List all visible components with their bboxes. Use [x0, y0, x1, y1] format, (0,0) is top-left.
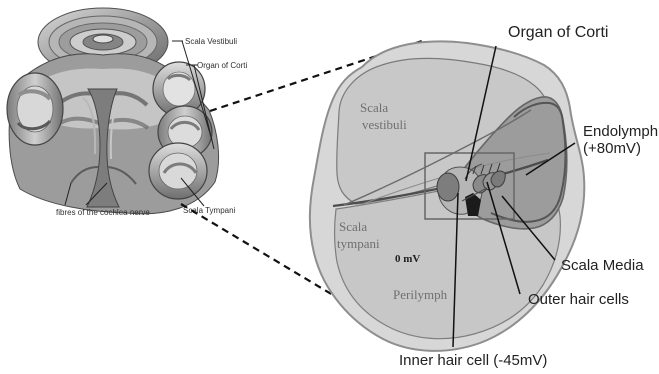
left-label-fibres: fibres of the cochlea nerve: [56, 208, 150, 217]
scala-vestibuli-label-line2: vestibuli: [362, 117, 407, 132]
left-label-scala-tympani: Scala Tympani: [183, 206, 236, 215]
perilymph-label: Perilymph: [393, 287, 448, 302]
scala-media-label: Scala Media: [561, 257, 644, 274]
endolymph-label: Endolymph: [583, 123, 658, 140]
inner-hair-cell-label: Inner hair cell (-45mV): [399, 352, 547, 369]
organ-of-corti-title: Organ of Corti: [508, 24, 608, 41]
endolymph-voltage-label: (+80mV): [583, 140, 641, 157]
left-label-scala-vestibuli: Scala Vestibuli: [185, 37, 237, 46]
scala-tympani-label-line1: Scala: [339, 219, 367, 234]
scala-tympani-label-line2: tympani: [337, 236, 380, 251]
right-lower-chamber: [149, 143, 207, 199]
zero-mv-label: 0 mV: [395, 253, 420, 265]
outer-hair-cells-label: Outer hair cells: [528, 291, 629, 308]
left-chamber: [7, 73, 63, 145]
scala-vestibuli-label-line1: Scala: [360, 100, 388, 115]
inner-hair-cell-shape: [437, 173, 459, 201]
left-label-organ-of-corti: Organ of Corti: [197, 61, 247, 70]
